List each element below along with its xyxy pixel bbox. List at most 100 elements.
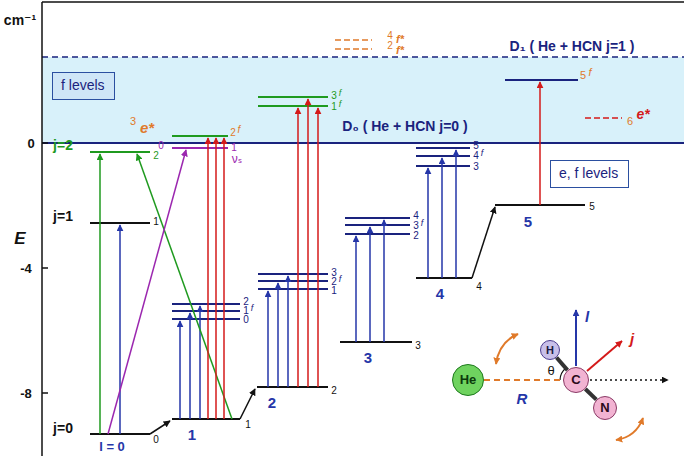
parity-label: f [339, 89, 342, 98]
transition-arrow [99, 154, 101, 434]
f-level-band [42, 57, 684, 143]
node-text: f levels [61, 77, 105, 93]
transition-arrow [441, 158, 443, 278]
transition-arrow [317, 108, 319, 387]
energy-level [345, 224, 410, 226]
bond-line [557, 358, 568, 371]
level-label: j=0 [53, 421, 73, 435]
vector-label: j [630, 331, 634, 346]
node-text: He [460, 373, 477, 388]
parity-label: f [421, 219, 424, 228]
transition-arrow [179, 321, 181, 419]
ramp-arrow [472, 207, 495, 278]
energy-level [172, 303, 240, 305]
axis-tick [42, 267, 48, 269]
column-label: 3 [364, 350, 372, 365]
energy-level [340, 341, 412, 343]
level-number: 4 [387, 31, 393, 41]
column-label: 5 [524, 214, 532, 229]
level-number: 0 [243, 315, 249, 325]
parity-label: e* [140, 120, 154, 135]
distance-label: R [517, 391, 528, 406]
column-label: l = 0 [99, 440, 125, 453]
level-number: 2 [230, 128, 236, 138]
level-number: 4 [476, 282, 482, 292]
transition-arrow [307, 99, 309, 387]
j-vector [587, 341, 622, 371]
level-number: 1 [153, 217, 159, 227]
level-label: j=2 [53, 138, 73, 152]
transition-arrow [137, 154, 232, 419]
level-number: 2 [153, 151, 159, 161]
energy-level [172, 310, 240, 312]
tick-label: -4 [20, 262, 32, 275]
transition-arrow [539, 82, 541, 205]
transition-arrow [119, 225, 121, 434]
parity-label: f [339, 100, 342, 109]
energy-level [505, 79, 578, 81]
level-number: 5 [473, 141, 479, 151]
transition-arrow [297, 108, 299, 387]
parity-label: f [481, 149, 484, 158]
energy-level [172, 418, 240, 420]
axis-label: E [14, 230, 25, 247]
ramp-arrow [150, 421, 170, 434]
node-text: e, f levels [559, 165, 618, 181]
threshold-label: D₁ ( He + HCN j=1 ) [510, 39, 635, 53]
energy-level [258, 105, 328, 107]
transition-arrow [215, 138, 217, 419]
level-number: 6 [627, 116, 633, 127]
predicted-level [335, 48, 372, 50]
transition-arrow [455, 150, 457, 278]
level-number: 5 [589, 202, 595, 212]
transition-arrow [108, 150, 186, 434]
axis-arrow [590, 379, 668, 381]
node-text: C [571, 373, 580, 388]
threshold-label: D₀ ( He + HCN j=0 ) [342, 119, 467, 133]
column-label: 4 [436, 286, 444, 301]
parity-label: f* [396, 45, 404, 56]
predicted-level [585, 117, 622, 119]
unit-label: cm⁻¹ [4, 13, 36, 27]
parity-label: f [251, 304, 254, 313]
energy-axis [41, 2, 43, 456]
transition-arrow [189, 313, 191, 419]
level-number: 3 [473, 162, 479, 172]
level-number: 5 [580, 70, 586, 81]
energy-level [172, 135, 228, 137]
state-label: νₛ [232, 153, 242, 165]
tick-label: -8 [20, 387, 32, 400]
atom-circle: C [563, 367, 589, 393]
parity-label: f [238, 125, 241, 135]
node-text: H [546, 344, 554, 357]
level-number: 3 [130, 116, 136, 127]
column-label: 1 [188, 427, 196, 442]
energy-level [416, 165, 470, 167]
level-number: 1 [245, 420, 251, 430]
atom-circle: H [540, 340, 560, 360]
column-label: 2 [268, 395, 276, 410]
energy-level [345, 217, 410, 219]
node-text: N [600, 401, 609, 416]
transition-arrow [199, 306, 201, 419]
level-number: 4 [473, 151, 479, 161]
level-number: 3 [415, 341, 421, 351]
l-vector [575, 310, 577, 366]
bond-line [585, 389, 596, 400]
ramp-arrow [240, 389, 255, 419]
transition-arrow [369, 227, 371, 342]
transition-arrow [383, 220, 385, 342]
transition-arrow [207, 138, 209, 419]
axis-tick [42, 142, 48, 144]
vector-label: l [585, 309, 589, 324]
level-number: 2 [413, 231, 419, 241]
parity-label: f [339, 275, 342, 284]
level-number: 3 [331, 91, 337, 101]
transition-arrow [267, 291, 269, 387]
level-label: j=1 [53, 209, 73, 223]
parity-label: f* [396, 34, 404, 45]
d0-threshold [42, 142, 684, 144]
angle-label: θ [547, 364, 554, 377]
